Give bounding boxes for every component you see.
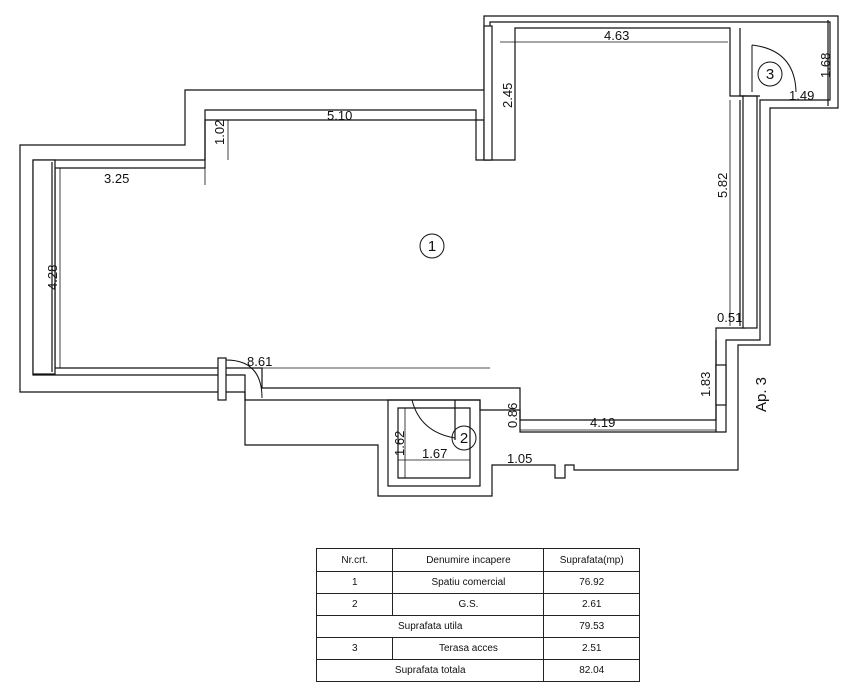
dim-label: 1.83 <box>698 372 713 397</box>
dim-label: 5.10 <box>327 108 352 123</box>
table-header-row: Nr.crt. Denumire incapere Suprafata(mp) <box>315 548 640 572</box>
door-swings <box>225 44 797 439</box>
dim-label: 1.67 <box>422 446 447 461</box>
cell-name: Terasa acces <box>392 637 545 660</box>
dim-label: 4.19 <box>590 415 615 430</box>
cell-name: Spatiu comercial <box>392 571 545 594</box>
dim-label: 1.02 <box>212 120 227 145</box>
table-total-row: Suprafata totala 82.04 <box>315 659 640 682</box>
dim-label: 2.45 <box>500 83 515 108</box>
cell-subtotal-label: Suprafata utila <box>315 615 545 638</box>
area-table: Nr.crt. Denumire incapere Suprafata(mp) … <box>315 548 640 682</box>
dim-label: 8.61 <box>247 354 272 369</box>
col-header-name: Denumire incapere <box>392 548 545 572</box>
cell-total-label: Suprafata totala <box>315 659 545 682</box>
floor-plan: 4.63 1.68 1.49 2.45 5.10 1.02 3.25 4.28 … <box>19 15 839 497</box>
dim-label: 0.86 <box>505 403 520 428</box>
cell-area: 79.53 <box>543 615 640 638</box>
table-row: 1 Spatiu comercial 76.92 <box>315 571 640 594</box>
svg-text:2: 2 <box>460 430 468 447</box>
walls <box>19 15 839 497</box>
dim-label: 4.28 <box>45 265 60 290</box>
dim-label: 1.05 <box>507 451 532 466</box>
dim-label: 0.51 <box>717 310 742 325</box>
cell-area: 2.51 <box>543 637 640 660</box>
table-row: 2 G.S. 2.61 <box>315 593 640 616</box>
cell-area: 82.04 <box>543 659 640 682</box>
col-header-area: Suprafata(mp) <box>543 548 640 572</box>
cell-name: G.S. <box>392 593 545 616</box>
col-header-nr: Nr.crt. <box>315 548 394 572</box>
dim-label: 4.63 <box>604 28 629 43</box>
apartment-label: Ap. 3 <box>753 377 770 412</box>
svg-text:1: 1 <box>428 238 436 255</box>
dim-label: 1.62 <box>392 431 407 456</box>
dimension-lines <box>59 41 731 478</box>
svg-text:3: 3 <box>766 66 774 83</box>
table-subtotal-row: Suprafata utila 79.53 <box>315 615 640 638</box>
cell-nr: 1 <box>315 571 394 594</box>
cell-nr: 2 <box>315 593 394 616</box>
cell-area: 76.92 <box>543 571 640 594</box>
dim-label: 1.49 <box>789 88 814 103</box>
table-row: 3 Terasa acces 2.51 <box>315 637 640 660</box>
room-marker-1: 1 <box>419 233 445 259</box>
room-marker-3: 3 <box>757 61 783 87</box>
cell-nr: 3 <box>315 637 394 660</box>
room-marker-2: 2 <box>451 425 477 451</box>
dim-label: 5.82 <box>715 173 730 198</box>
dim-label: 3.25 <box>104 171 129 186</box>
cell-area: 2.61 <box>543 593 640 616</box>
dim-label: 1.68 <box>818 53 833 78</box>
